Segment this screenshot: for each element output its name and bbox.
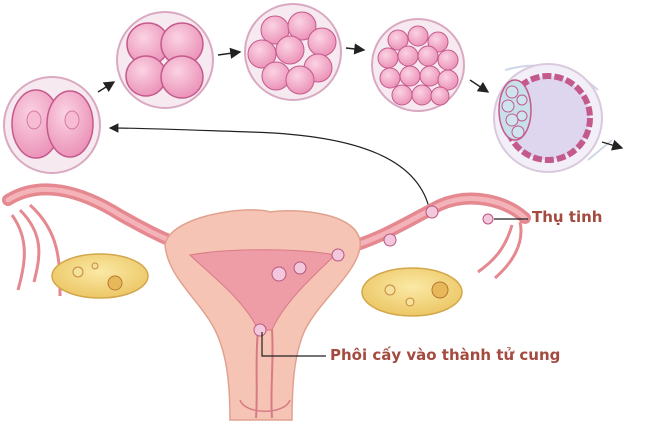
stage-8-cell: [244, 3, 342, 101]
fertilization-label: Thụ tinh: [532, 208, 603, 226]
migration-curve: [108, 123, 431, 213]
implantation-label: Phôi cấy vào thành tử cung: [330, 346, 561, 364]
stage-2-cell: [3, 76, 101, 174]
uterus-anatomy: [2, 183, 531, 421]
stage-morula: [371, 18, 465, 112]
implantation-leader: [261, 332, 326, 357]
stage-arrows: [97, 43, 624, 151]
stage-4-cell: [116, 11, 214, 109]
stage-blastocyst: [493, 63, 613, 173]
